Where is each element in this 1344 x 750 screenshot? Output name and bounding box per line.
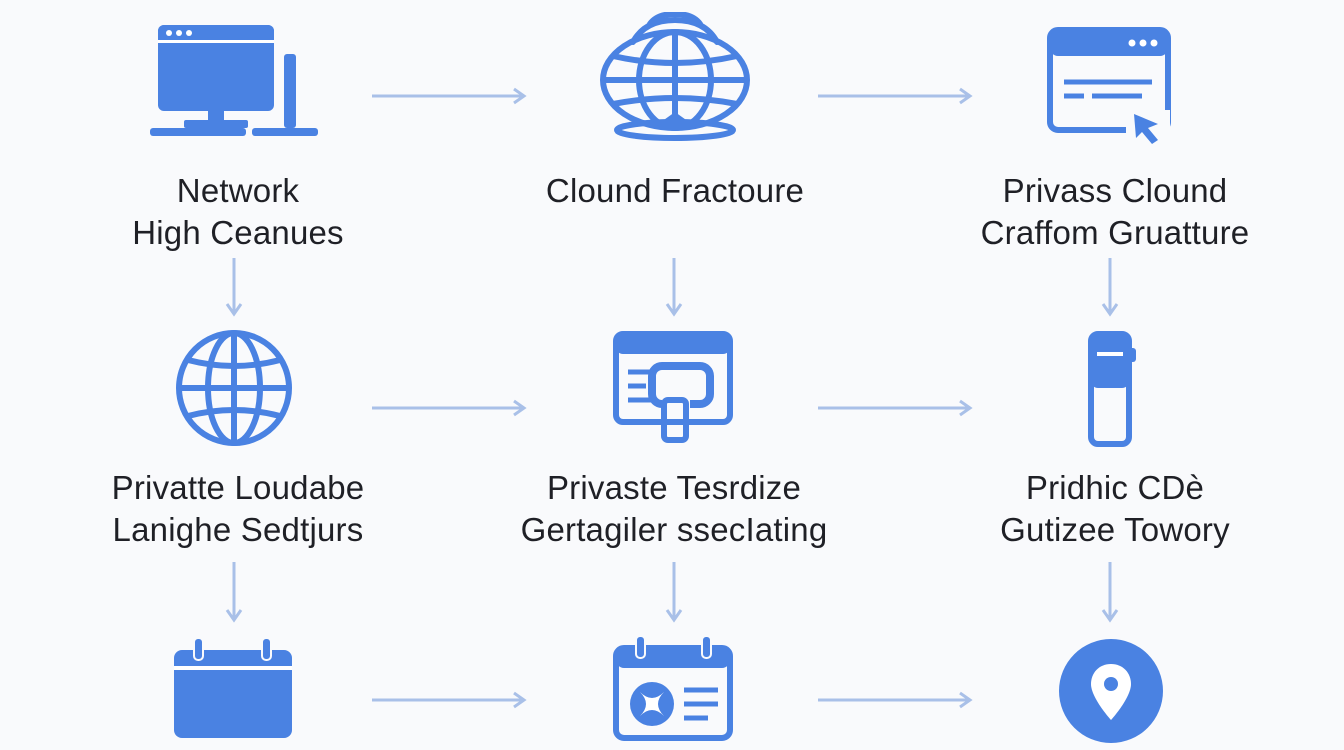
- storage-cylinder-icon: [1088, 331, 1136, 447]
- connector-arrow-n5-n8: [665, 562, 683, 623]
- node-label-private-cloud-platform: Privass Clound Craffom Gruatture: [945, 170, 1285, 254]
- node-label-line: Privatte Loudabe: [111, 469, 365, 506]
- node-label-line: Pridhic CDè: [1025, 469, 1205, 506]
- location-pin-icon: [1059, 639, 1163, 743]
- connector-arrow-n8-n9: [818, 691, 973, 709]
- node-label-line: Network: [176, 172, 300, 209]
- calendar-schedule-icon: [613, 635, 733, 741]
- connector-arrow-n6-n9: [1101, 562, 1119, 623]
- connector-arrow-n4-n5: [372, 399, 527, 417]
- connector-arrow-n7-n8: [372, 691, 527, 709]
- cloud-globe-icon: [600, 12, 750, 141]
- node-label-private-tesrdize: Privaste Tesrdize Gertagiler ssecIating: [494, 467, 854, 551]
- node-label-private-loudabe: Privatte Loudabe Lanighe Sedtjurs: [88, 467, 388, 551]
- node-label-line: Privass Clound: [1002, 172, 1228, 209]
- node-label-cloud-fractoure: Clound Fractoure: [520, 170, 830, 212]
- node-label-line: Clound Fractoure: [545, 172, 805, 209]
- connector-arrow-n2-n3: [818, 87, 973, 105]
- connector-arrow-n5-n6: [818, 399, 973, 417]
- browser-window-cursor-icon: [1047, 27, 1171, 144]
- desktop-computer-icon: [150, 25, 318, 136]
- connector-arrow-n1-n2: [372, 87, 527, 105]
- globe-icon: [176, 330, 292, 446]
- calendar-icon: [174, 637, 292, 738]
- node-label-pridhic-cde: Pridhic CDè Gutizee Towory: [970, 467, 1260, 551]
- window-paint-roller-icon: [613, 331, 733, 443]
- connector-arrow-n3-n6: [1101, 258, 1119, 317]
- connector-arrow-n2-n5: [665, 258, 683, 317]
- node-label-line: Gutizee Towory: [1000, 511, 1230, 548]
- node-label-network: Network High Ceanues: [108, 170, 368, 254]
- node-label-line: Craffom Gruatture: [980, 214, 1250, 251]
- connector-arrow-n1-n4: [225, 258, 243, 317]
- node-label-line: Gertagiler ssecIating: [520, 511, 828, 548]
- connector-arrow-n4-n7: [225, 562, 243, 623]
- node-label-line: High Ceanues: [132, 214, 344, 251]
- node-label-line: Lanighe Sedtjurs: [112, 511, 364, 548]
- node-label-line: Privaste Tesrdize: [546, 469, 802, 506]
